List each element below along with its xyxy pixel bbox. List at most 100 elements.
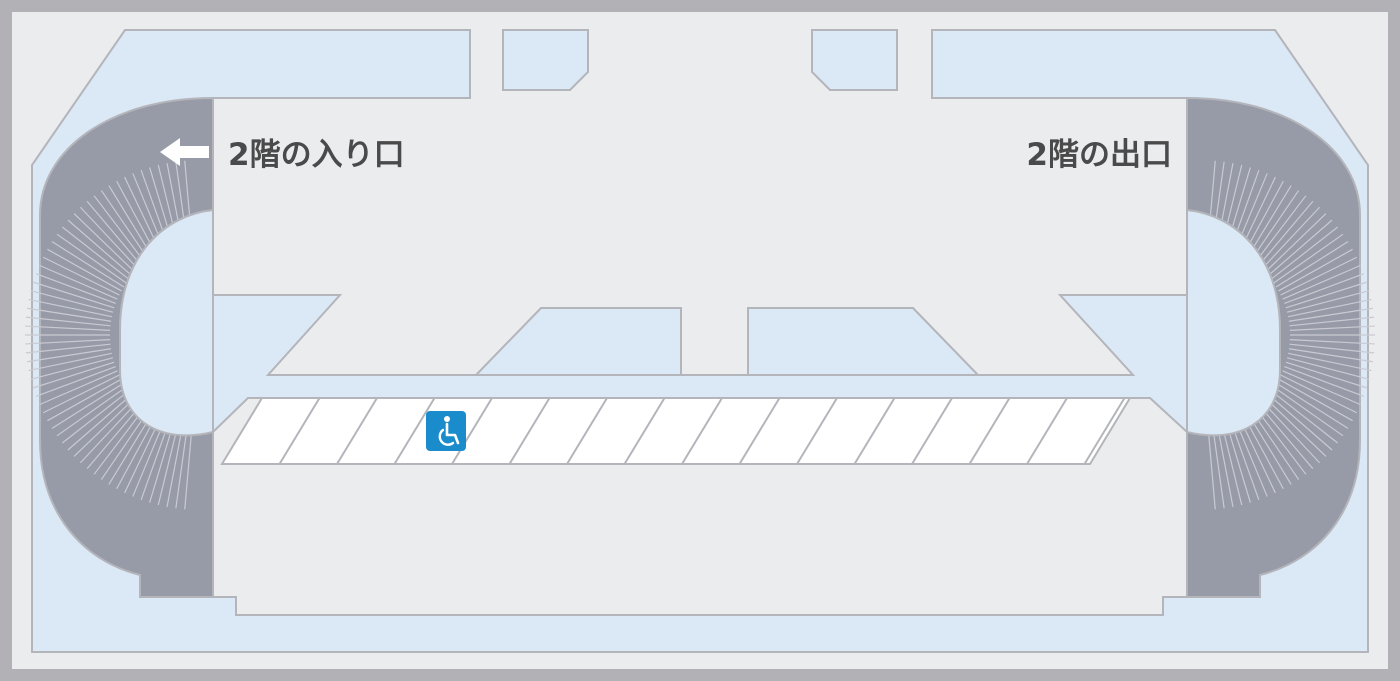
ramp-step-line (1273, 386, 1344, 437)
ramp-right (1186, 96, 1375, 598)
ramp-step-line (1264, 397, 1327, 457)
ramp-step-line (1273, 233, 1344, 284)
ramp-step-line (1285, 281, 1368, 309)
ramp-step-line (47, 248, 122, 292)
ramp-step-line (1267, 393, 1333, 451)
parking-stall-divider (623, 397, 666, 465)
ramp-step-line (1282, 370, 1361, 406)
ramp-step-line (1261, 400, 1321, 464)
ramp-step-line (56, 233, 127, 284)
ramp-step-line (1284, 365, 1365, 397)
ramp-step-line (28, 298, 112, 318)
ramp-step-line (1284, 273, 1365, 305)
parking-stall-divider (853, 397, 896, 465)
ramp-step-line (51, 241, 125, 288)
ramp-step-line (25, 316, 111, 327)
ramp-step-line (51, 382, 125, 429)
ramp-step-line (1285, 361, 1368, 389)
wheelchair-icon (426, 411, 466, 451)
ramp-left-inner (119, 208, 214, 437)
ramp-step-line (1250, 190, 1300, 261)
ramp-step-line (30, 357, 114, 380)
parking-stall-divider (451, 397, 493, 465)
parking-stall-divider (738, 397, 781, 465)
parking-stall-divider (393, 397, 436, 465)
ramp-step-line (47, 378, 122, 422)
ramp-step-line (79, 400, 139, 464)
ramp-step-line (1257, 200, 1314, 267)
ramp-step-line (1289, 343, 1375, 354)
top-block-right (811, 29, 898, 91)
island-left (473, 307, 682, 376)
ramp-step-line (1270, 390, 1339, 444)
ramp-step-line (1211, 424, 1225, 509)
ramp-step-line (86, 200, 143, 267)
ramp-step-line (35, 365, 116, 397)
ramp-step-line (1280, 256, 1358, 296)
ramp-step-line (25, 343, 111, 354)
ramp-step-line (1286, 357, 1370, 380)
ramp-step-line (35, 273, 116, 305)
ramp-step-line (42, 374, 120, 414)
ramp-step-line (28, 352, 112, 372)
island-right (747, 307, 981, 376)
ramp-step-line (67, 393, 133, 451)
top-block-left (502, 29, 589, 91)
parking-stall-divider (796, 397, 838, 465)
ramp-step-line (1288, 352, 1372, 372)
ramp-step-line (1220, 422, 1243, 506)
ramp-step-line (1278, 248, 1353, 292)
ramp-step-line (30, 290, 114, 313)
ramp-step-line (1288, 348, 1374, 363)
arrow-left-icon (160, 138, 209, 166)
entrance-label: 2階の入り口 (228, 137, 405, 173)
ramp-step-line (1289, 316, 1375, 327)
ramp-step-line (1289, 325, 1375, 331)
ramp-step-line (56, 386, 127, 437)
parking-stall-divider (278, 397, 321, 465)
ramp-step-line (166, 423, 184, 507)
ramp-step-line (1267, 219, 1333, 277)
ramp-step-line (1264, 213, 1327, 273)
ramp-step-line (93, 195, 147, 264)
ramp-step-line (1278, 378, 1353, 422)
ramp-step-line (25, 325, 111, 331)
parking-stall-divider (911, 397, 953, 465)
ramp-step-line (1253, 195, 1307, 264)
exit-label: 2階の出口 (1026, 137, 1172, 173)
ramp-step-line (1280, 374, 1358, 414)
ramp-step-line (1275, 241, 1349, 288)
parking-stall-divider (1083, 397, 1126, 465)
ramp-step-line (32, 281, 115, 309)
ramp-step-line (61, 390, 130, 444)
ramp-step-line (61, 226, 130, 280)
parking-stall-divider (681, 397, 723, 465)
ramp-step-line (26, 348, 112, 363)
ramp-step-line (157, 422, 180, 506)
ramp-step-line (100, 190, 150, 261)
ramp-step-line (175, 424, 189, 509)
parking-stall-divider (508, 397, 551, 465)
ramp-step-line (1207, 424, 1216, 510)
parking-stall-divider (968, 397, 1011, 465)
ramp-step-line (39, 264, 118, 300)
ramp-left (25, 96, 214, 598)
ramp-step-line (1257, 403, 1314, 470)
ramp-step-line (32, 361, 115, 389)
ramp-step-line (79, 206, 139, 270)
ramp-step-line (25, 339, 111, 345)
parking-row (220, 397, 1132, 465)
ramp-step-line (39, 370, 118, 406)
ramp-step-line (184, 424, 193, 510)
ramp-step-line (73, 213, 136, 273)
ramp-step-line (1288, 307, 1374, 322)
ramp-right-inner (1186, 208, 1281, 437)
parking-stall-divider (566, 397, 608, 465)
ramp-step-line (1275, 382, 1349, 429)
parking-row-base (220, 397, 1132, 465)
parking-stall-divider (336, 397, 378, 465)
ramp-step-line (1270, 226, 1339, 280)
ramp-step-line (42, 256, 120, 296)
